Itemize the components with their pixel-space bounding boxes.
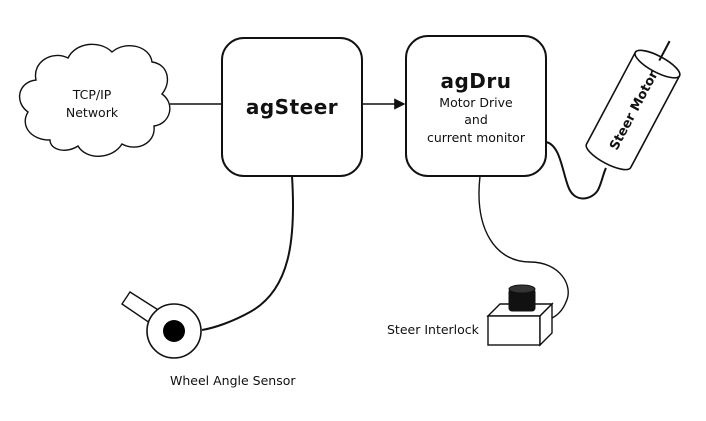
agsteer-title: agSteer [246,95,338,119]
interlock-side [539,302,553,347]
agdru-rect [405,35,547,177]
agsteer-box: agSteer [221,37,363,177]
sensor-label: Wheel Angle Sensor [170,373,296,388]
wheel-angle-sensor: Wheel Angle Sensor [121,291,296,388]
steer-motor: Steer Motor [585,40,681,171]
agdru-line1: Motor Drive [439,95,513,110]
agdru-line3: current monitor [427,130,526,145]
steer-interlock: Steer Interlock [387,284,554,347]
agdru-box: agDru Motor Drive and current monitor [405,35,547,177]
interlock-button-top [508,284,536,294]
cloud-label-line2: Network [66,105,119,120]
cloud-label-line1: TCP/IP [72,87,112,102]
sensor-cable [201,175,295,331]
agdru-line2: and [464,112,488,127]
agdru-title: agDru [440,69,511,93]
network-cloud: TCP/IP Network [18,43,171,157]
interlock-cable [478,175,569,319]
interlock-label: Steer Interlock [387,322,480,337]
motor-shaft [658,40,671,62]
sensor-shaft [163,320,185,342]
interlock-front [487,315,541,346]
motor-cable [545,141,607,200]
cloud-shape [18,43,171,157]
